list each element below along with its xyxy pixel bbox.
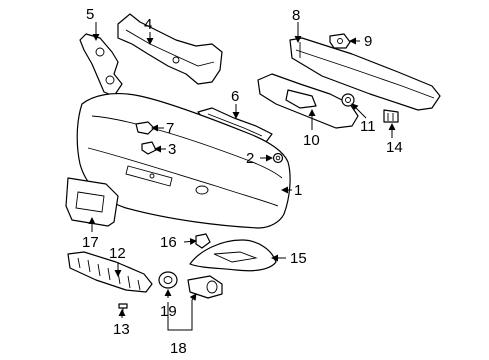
part-19-bulb-socket — [158, 271, 178, 289]
callout-19: 19 — [160, 303, 177, 320]
leader-lines — [88, 22, 396, 331]
callout-11: 11 — [360, 118, 376, 135]
part-11-nut — [341, 93, 355, 107]
callout-labels: 5 4 8 9 6 10 11 14 7 3 2 1 17 12 13 16 1… — [82, 6, 403, 357]
part-17-license-bracket — [65, 177, 119, 227]
callout-13: 13 — [113, 321, 130, 338]
callout-5: 5 — [86, 6, 94, 23]
callout-9: 9 — [364, 33, 372, 50]
callout-18: 18 — [170, 340, 187, 357]
callout-3: 3 — [168, 141, 176, 158]
callout-17: 17 — [82, 234, 99, 251]
callout-7: 7 — [166, 120, 174, 137]
part-15-fog-cover — [189, 239, 277, 272]
part-16-socket — [195, 233, 211, 249]
part-2-grommet — [272, 152, 284, 164]
part-9-clip — [329, 33, 351, 49]
callout-12: 12 — [109, 245, 126, 262]
callout-10: 10 — [303, 132, 320, 149]
part-5-bracket — [79, 33, 123, 97]
part-12-grille — [67, 251, 153, 293]
callout-1: 1 — [294, 182, 302, 199]
callout-8: 8 — [292, 7, 300, 24]
part-8-reinforcement — [289, 37, 441, 111]
part-4-rail — [117, 13, 223, 85]
callout-4: 4 — [144, 16, 152, 33]
part-3-clip — [141, 141, 157, 155]
part-18-fog-lamp — [187, 275, 223, 299]
callout-16: 16 — [160, 234, 177, 251]
callout-15: 15 — [290, 250, 307, 267]
callout-2: 2 — [246, 150, 254, 167]
callout-14: 14 — [386, 139, 403, 156]
part-14-bracket — [383, 109, 399, 123]
callout-6: 6 — [231, 88, 239, 105]
part-13-screw — [118, 303, 128, 314]
part-10-absorber — [257, 73, 359, 129]
